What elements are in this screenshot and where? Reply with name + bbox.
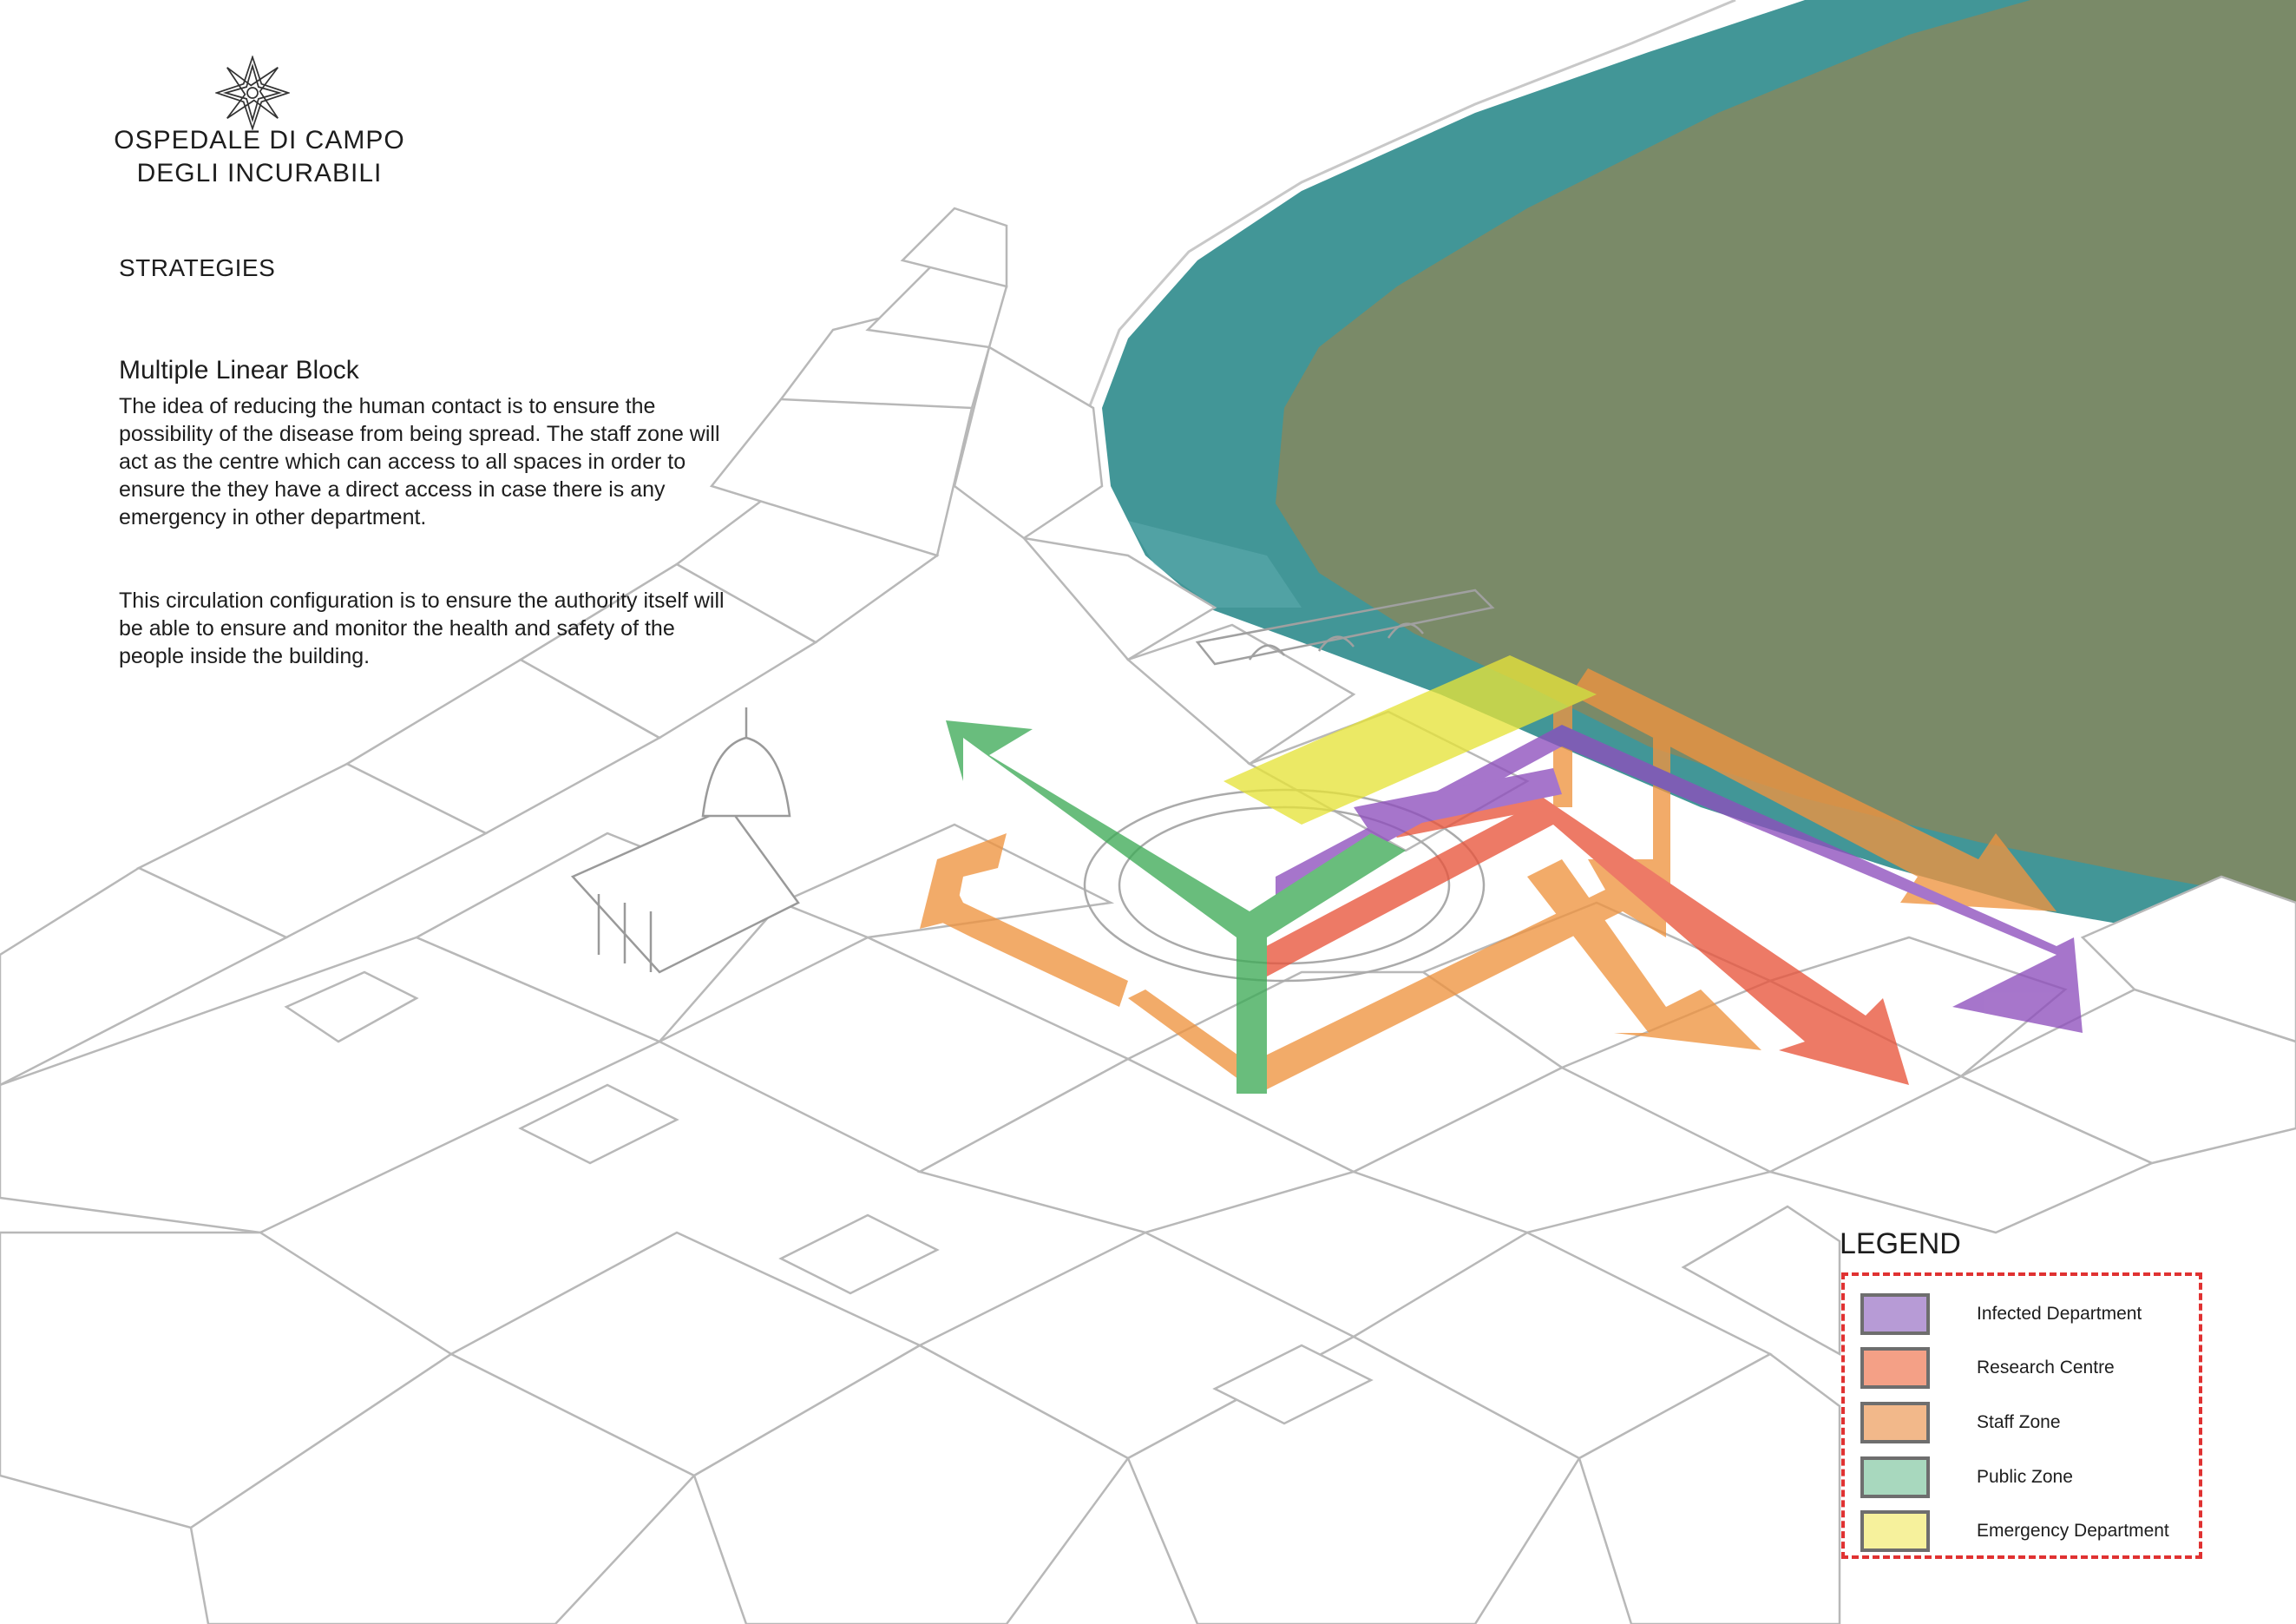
staff-zone-arrow-right [1571, 668, 2057, 911]
emergency-dept-block [1223, 655, 1597, 825]
strategy-paragraph-2: This circulation configuration is to ens… [119, 588, 725, 668]
research-centre-arrow [1258, 799, 1909, 1085]
project-title-line1: OSPEDALE DI CAMPO [114, 126, 405, 155]
legend-swatch-staff [1860, 1402, 1930, 1443]
compass-star-icon [215, 56, 290, 130]
legend-item-infected: Infected Department [1860, 1293, 2199, 1335]
infected-dept-arrow [1276, 725, 2083, 1033]
legend-swatch-infected [1860, 1293, 1930, 1335]
legend-label-infected: Infected Department [1977, 1304, 2142, 1324]
staff-zone-corner-left [920, 833, 1007, 929]
church-landmark [570, 707, 800, 974]
legend-item-public: Public Zone [1860, 1456, 2199, 1498]
legend-item-research: Research Centre [1860, 1347, 2199, 1389]
legend-swatch-public [1860, 1456, 1930, 1498]
circulation-arrows [920, 655, 2083, 1094]
legend-box: Infected Department Research Centre Staf… [1841, 1272, 2202, 1559]
public-zone-arrow [946, 720, 1406, 1094]
section-label: STRATEGIES [119, 254, 276, 281]
legend-label-research: Research Centre [1977, 1358, 2115, 1377]
river-light [1128, 521, 1302, 608]
legend-item-emergency: Emergency Department [1860, 1510, 2199, 1552]
staff-zone-frame [1128, 859, 1666, 1094]
infected-dept-spur [1354, 768, 1562, 833]
riverbank-outline [1087, 0, 1736, 409]
city-blocks [0, 207, 2296, 1624]
strategy-heading: Multiple Linear Block [119, 356, 359, 385]
legend-swatch-research [1860, 1347, 1930, 1389]
legend-label-staff: Staff Zone [1977, 1412, 2061, 1432]
legend-label-emergency: Emergency Department [1977, 1521, 2169, 1541]
staff-zone-arrow-mid [1527, 859, 1761, 1050]
legend-swatch-emergency [1860, 1510, 1930, 1552]
staff-zone-arrow-left [937, 885, 1128, 1007]
legend-item-staff: Staff Zone [1860, 1402, 2199, 1443]
legend-label-public: Public Zone [1977, 1467, 2073, 1487]
staff-zone-column [1553, 694, 1572, 807]
bridge [1195, 588, 1495, 666]
public-zone-column [1237, 990, 1267, 1094]
legend-title: LEGEND [1840, 1227, 1961, 1260]
strategy-paragraph-1: The idea of reducing the human contact i… [119, 394, 720, 529]
project-title-line2: DEGLI INCURABILI [136, 159, 383, 187]
